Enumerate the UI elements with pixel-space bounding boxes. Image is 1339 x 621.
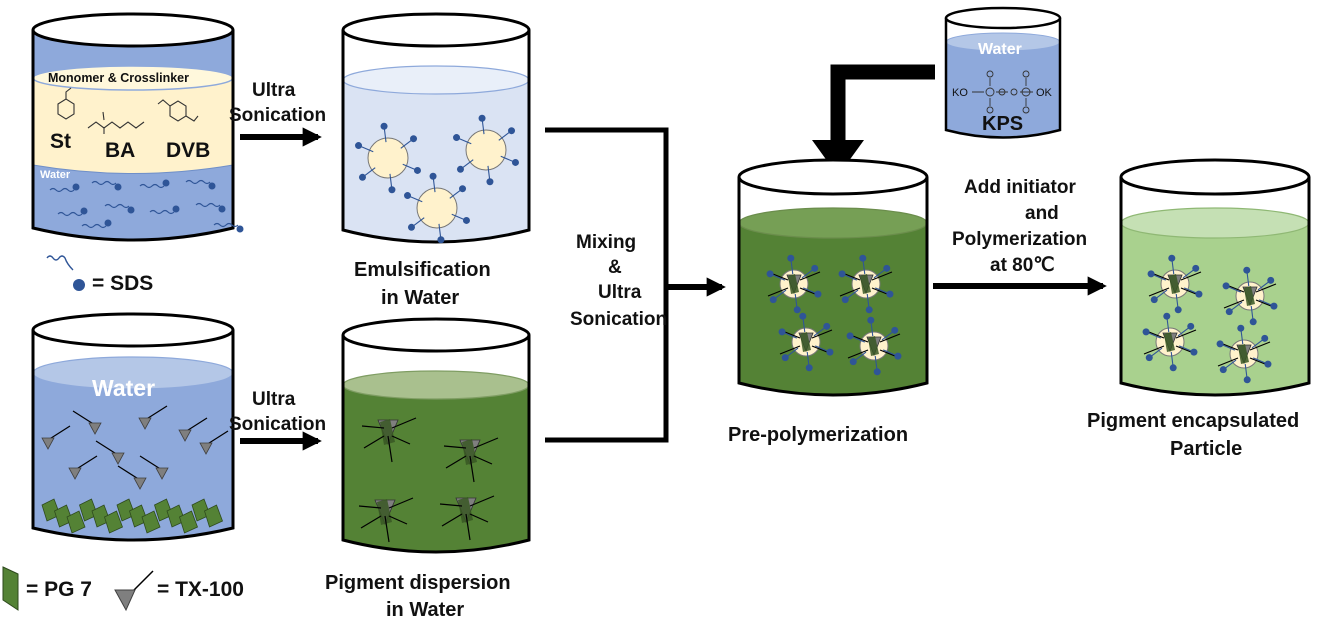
initiator-label-line1: Add initiator	[964, 177, 1076, 198]
tx100-molecule	[72, 410, 102, 435]
sonication-top-line2: Sonication	[229, 105, 326, 126]
tx100-molecule	[139, 455, 169, 480]
sds-molecule	[149, 205, 180, 215]
emulsification-caption-line1: Emulsification	[354, 259, 491, 281]
ba-structure-icon	[87, 111, 145, 134]
sds-molecule	[104, 203, 135, 214]
st-structure-icon	[57, 87, 75, 120]
pigment-cluster	[358, 497, 414, 543]
pg7-crystal	[204, 504, 224, 528]
initiator-label-line3: Polymerization	[952, 229, 1087, 250]
sds-molecule	[185, 179, 216, 190]
sds-molecule	[57, 207, 88, 217]
kps-water-label: Water	[978, 41, 1022, 58]
free-tx100-molecules	[41, 405, 229, 490]
micelle	[355, 122, 421, 194]
mixing-label-line3: Ultra	[598, 282, 642, 303]
initiator-label-line2: and	[1025, 203, 1059, 224]
micelle	[1222, 266, 1278, 326]
kps-addition-arrow	[830, 64, 935, 142]
micelle	[1216, 324, 1272, 384]
kps-beaker: Water KO OK KPS	[944, 6, 1062, 139]
tx100-molecule	[138, 405, 168, 430]
sonication-bottom-line2: Sonication	[229, 414, 326, 435]
pigment-water-beaker: Water	[31, 312, 235, 542]
dispersed-pigment-clusters	[358, 417, 499, 543]
pg7-crystal	[104, 510, 124, 534]
tx100-molecule	[68, 455, 98, 480]
free-sds-molecules	[49, 179, 244, 233]
tx100-molecule	[117, 465, 147, 490]
kps-formula-right: OK	[1036, 87, 1053, 99]
tx100-molecule	[95, 440, 125, 465]
micelle	[1142, 312, 1198, 372]
sds-molecule	[91, 180, 122, 191]
micelles	[355, 114, 519, 244]
encapsulated-caption-line2: Particle	[1170, 438, 1242, 460]
monomer-beaker: Monomer & Crosslinker Water St BA DVB	[31, 12, 244, 242]
micelle	[838, 254, 894, 314]
pg7-crystal	[141, 510, 161, 534]
pg7-crystals	[41, 498, 224, 534]
micelle	[1147, 254, 1203, 314]
pigment-cluster	[443, 437, 499, 483]
encapsulated-particles	[1142, 254, 1278, 384]
pigment-dispersion-beaker	[341, 317, 531, 554]
micelle	[846, 316, 902, 376]
prepolymer-particles	[766, 254, 902, 376]
pigment-water-label: Water	[92, 375, 155, 401]
ba-label: BA	[105, 139, 135, 162]
kps-label: KPS	[982, 113, 1023, 135]
dvb-label: DVB	[166, 139, 210, 162]
emulsification-caption-line2: in Water	[381, 287, 459, 309]
tx100-legend-label: = TX-100	[157, 578, 244, 601]
pg7-legend-icon	[2, 566, 19, 611]
sonication-bottom-line1: Ultra	[252, 389, 296, 410]
kps-structure-icon	[972, 70, 1033, 114]
pigment-dispersion-caption-line2: in Water	[386, 599, 464, 621]
mixing-label-line1: Mixing	[576, 232, 636, 253]
initiator-label-line4: at 80℃	[990, 255, 1055, 276]
mixing-label-line4: Sonication	[570, 309, 667, 330]
sds-molecule	[49, 183, 80, 193]
micelle	[404, 172, 470, 244]
prepolymerization-beaker	[737, 158, 929, 397]
kps-formula-left: KO	[952, 87, 968, 99]
micelle	[453, 114, 519, 186]
mixing-label-line2: &	[608, 257, 622, 278]
sds-molecule	[213, 222, 244, 233]
tx100-molecule	[41, 425, 71, 450]
kps-arrow-head	[812, 140, 864, 176]
encapsulated-caption-line1: Pigment encapsulated	[1087, 410, 1299, 432]
pg7-crystal	[179, 510, 199, 534]
pigment-cluster	[439, 495, 495, 541]
pg7-crystal	[66, 510, 86, 534]
sds-molecule	[81, 219, 112, 229]
micelle	[778, 312, 834, 372]
pigment-cluster	[361, 417, 417, 463]
emulsion-beaker	[341, 12, 531, 244]
micelle	[766, 254, 822, 314]
st-label: St	[50, 130, 71, 153]
sds-molecule	[195, 202, 226, 213]
tx100-molecule	[178, 417, 208, 442]
sds-legend-label: = SDS	[92, 272, 153, 295]
tx100-legend-icon	[114, 570, 154, 612]
pigment-dispersion-caption-line1: Pigment dispersion	[325, 572, 511, 594]
tx100-molecule	[199, 430, 229, 455]
sonication-top-line1: Ultra	[252, 80, 296, 101]
monomer-water-label: Water	[40, 169, 71, 181]
prepolymerization-caption: Pre-polymerization	[728, 424, 908, 446]
sds-legend-icon	[46, 255, 85, 291]
encapsulated-particle-beaker	[1119, 158, 1311, 397]
pg7-legend-label: = PG 7	[26, 578, 92, 601]
monomer-layer-label: Monomer & Crosslinker	[48, 71, 189, 85]
dvb-structure-icon	[157, 99, 199, 122]
sds-molecule	[139, 179, 170, 189]
